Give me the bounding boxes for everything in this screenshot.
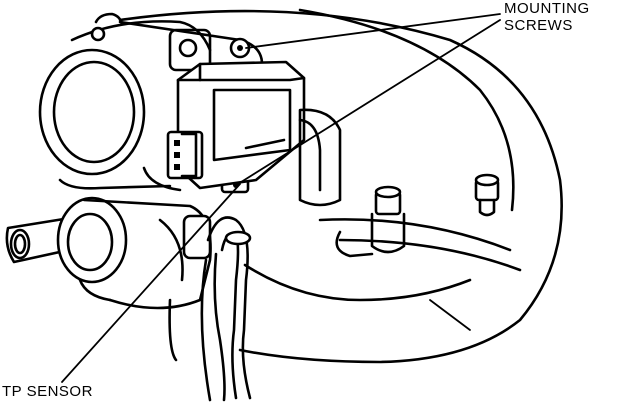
throttle-bore xyxy=(38,12,212,176)
leader-lines xyxy=(61,13,501,383)
mounting-screws-label-line2: SCREWS xyxy=(504,17,573,34)
tp-sensor-connector xyxy=(166,130,204,180)
idle-air-valve xyxy=(56,196,212,310)
intake-manifold xyxy=(118,8,563,364)
mounting-bracket xyxy=(298,108,342,207)
manifold-stud-right xyxy=(474,173,500,217)
tp-sensor-label: TP SENSOR xyxy=(2,383,93,400)
manifold-stud-center xyxy=(335,185,406,258)
tp-sensor-body xyxy=(176,60,306,190)
mounting-screws-label: MOUNTING SCREWS xyxy=(504,0,590,34)
vacuum-hose xyxy=(168,216,252,402)
mounting-screws-label-line1: MOUNTING xyxy=(504,0,590,17)
